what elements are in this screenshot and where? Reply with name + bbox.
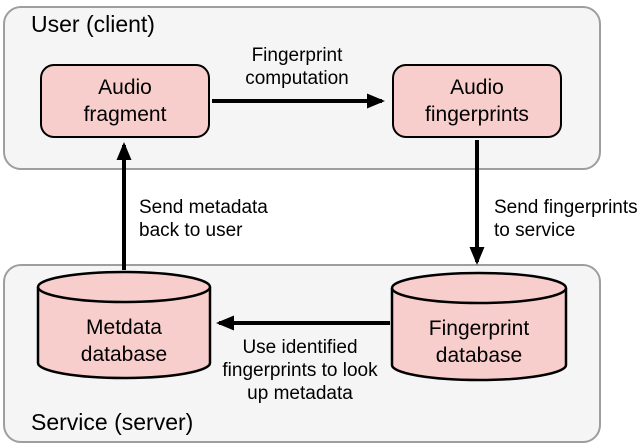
node-audio-fingerprints: Audio fingerprints xyxy=(392,64,562,138)
container-title-user: User (client) xyxy=(31,11,155,37)
edge-label-send-fingerprints: Send fingerprints to service xyxy=(494,197,638,241)
edge-label-send-metadata: Send metadata back to user xyxy=(139,197,268,241)
edge-label-fingerprint-computation: Fingerprint computation xyxy=(245,45,349,89)
node-metadata-database-label: Metdata database xyxy=(80,316,168,366)
fingerprint-database-cylinder xyxy=(390,271,568,382)
node-audio-fragment: Audio fragment xyxy=(40,64,210,138)
metadata-database-cylinder xyxy=(36,270,212,380)
node-fingerprint-database-label: Fingerprint database xyxy=(428,317,530,367)
edge-label-lookup-metadata: Use identified fingerprints to look up m… xyxy=(222,337,378,404)
container-title-service: Service (server) xyxy=(31,409,194,435)
